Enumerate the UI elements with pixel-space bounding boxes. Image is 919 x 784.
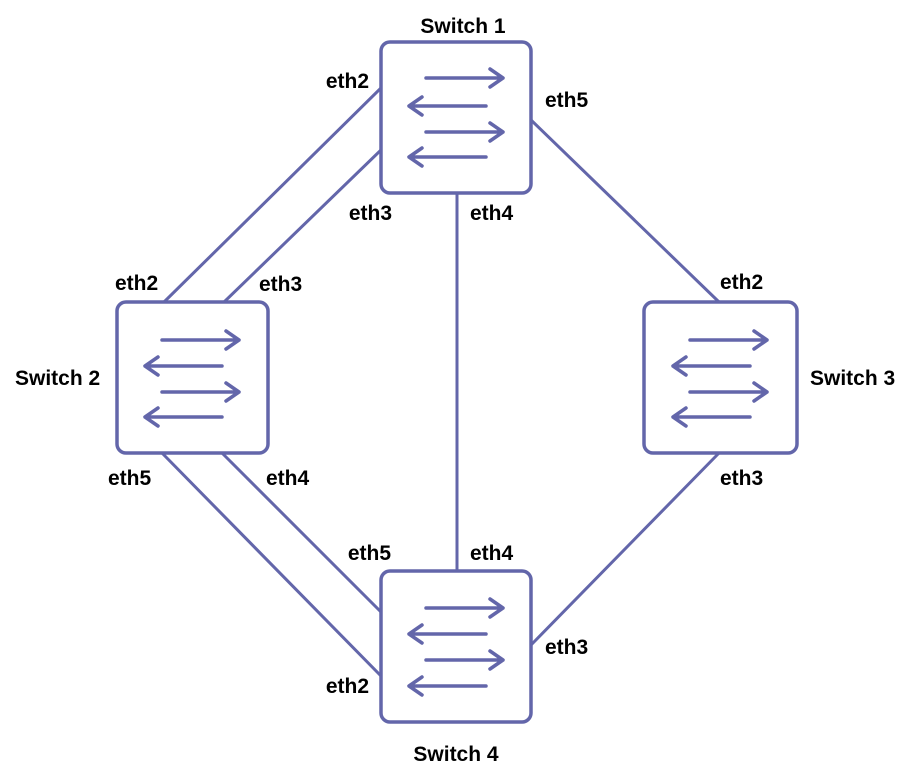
switch-1[interactable]: Switch 1 [379,15,533,195]
switch-2-box[interactable] [115,300,270,455]
switch-arrows-icon [407,597,505,697]
port-label: eth5 [108,467,152,490]
switch-1-box[interactable] [379,40,533,195]
port-label: eth3 [259,273,302,296]
port-label: eth5 [545,89,589,112]
link-s2-eth5-s4-eth2 [160,451,383,678]
switch-1-label: Switch 1 [420,15,506,38]
switch-3[interactable]: Switch 3 [642,300,895,455]
port-label: eth4 [470,202,514,225]
port-label: eth3 [545,636,588,659]
port-label: eth2 [326,70,369,93]
link-s3-eth3-s4-eth3 [529,451,721,647]
port-labels: eth2 eth2 eth3 eth3 eth4 eth4 eth5 eth2 … [108,70,763,698]
switch-2[interactable]: Switch 2 [15,300,270,455]
switch-2-label: Switch 2 [15,367,100,390]
switch-4-label: Switch 4 [413,743,499,766]
port-label: eth2 [115,272,158,295]
switch-arrows-icon [143,329,241,428]
links [160,86,721,678]
port-label: eth2 [720,271,763,294]
port-label: eth4 [266,467,310,490]
port-label: eth3 [720,467,763,490]
port-label: eth4 [470,542,514,565]
switch-4[interactable]: Switch 4 [379,569,533,766]
switch-arrows-icon [407,67,505,168]
link-s1-eth2-s2-eth2 [160,86,383,306]
switch-4-box[interactable] [379,569,533,724]
switch-3-label: Switch 3 [810,367,895,390]
link-s2-eth4-s4-eth5 [220,451,383,614]
link-s1-eth5-s3-eth2 [529,118,721,304]
port-label: eth5 [348,542,392,565]
switch-3-box[interactable] [642,300,799,455]
switch-arrows-icon [671,329,769,428]
link-s1-eth3-s2-eth3 [220,148,383,306]
port-label: eth3 [349,202,392,225]
port-label: eth2 [326,675,369,698]
